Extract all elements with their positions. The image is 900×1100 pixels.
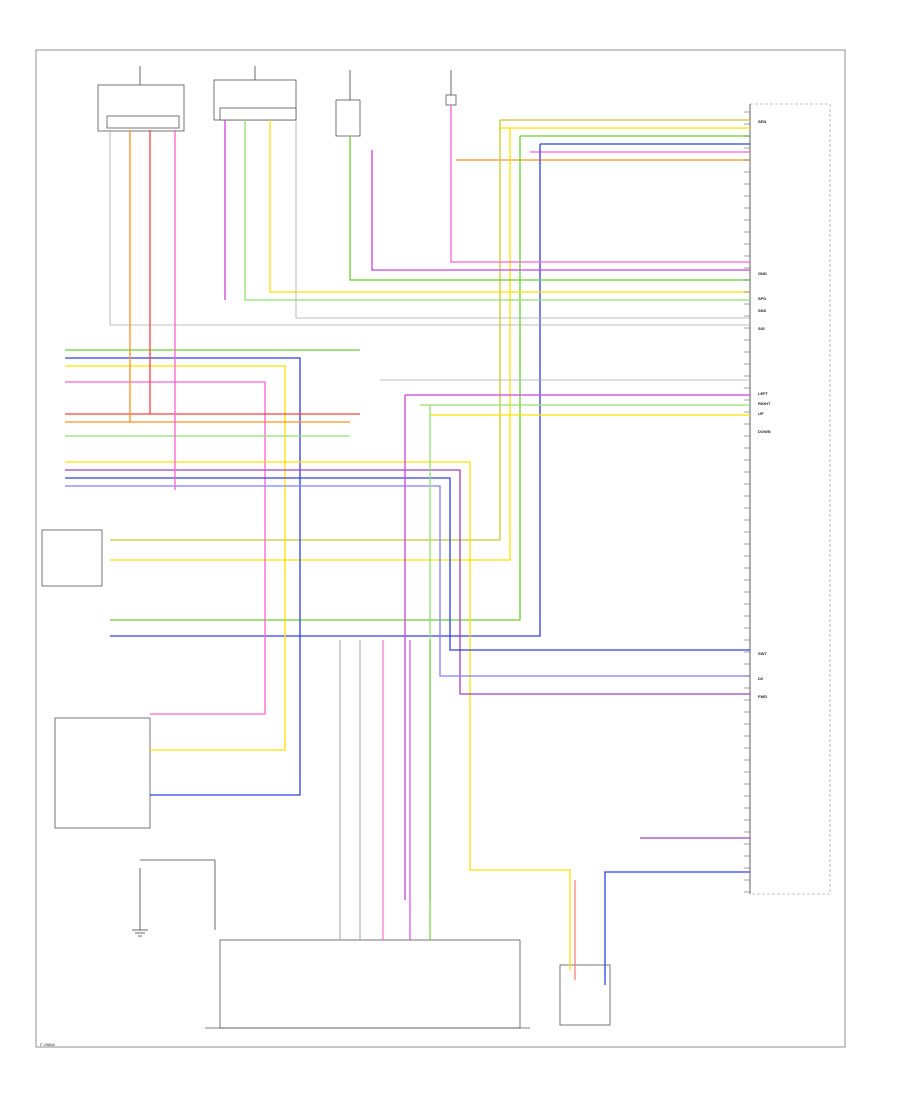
left-front-door-lock-switch: [54, 717, 151, 829]
wire-yellow-trunk: [110, 128, 511, 561]
wire-green-trunk: [110, 136, 521, 621]
pin-label-down: DOWN: [758, 429, 771, 434]
pin-label-d2: D2: [758, 676, 764, 681]
wire-blue-trunk: [110, 144, 541, 637]
pin-label-left: LEFT: [758, 391, 769, 396]
wire-yellow-left2: [65, 461, 571, 970]
pin-label-gnd: GND: [758, 271, 767, 276]
ground-symbol-right: [140, 859, 216, 930]
diagram-frame: [35, 49, 846, 1048]
pin-label-spd: SPD: [758, 296, 766, 301]
left-front-seat-module: [213, 66, 297, 121]
ground-symbol-left: [132, 868, 148, 937]
right-front-seat-module: [97, 66, 185, 132]
left-front-door-module: [41, 529, 103, 587]
wire-purple-brake: [371, 150, 750, 271]
pin-label-swt: SWT: [758, 651, 767, 656]
pin-label-sig: SIG: [758, 326, 765, 331]
footer-code: F 25868: [40, 1042, 55, 1047]
wire-group: [65, 105, 750, 985]
body-control-module: [749, 103, 831, 895]
wire-violet-left: [65, 469, 750, 695]
steering-wheel-switch-assembly: [205, 939, 530, 1029]
wire-blue-accel: [604, 871, 750, 985]
pin-label-right: RIGHT: [758, 401, 771, 406]
wire-light-blue-left: [65, 485, 750, 677]
wire-blue-left2: [65, 477, 750, 651]
wire-olive-trunk: [110, 120, 501, 541]
pin-label-up: UP: [758, 411, 764, 416]
brake-switch: [335, 70, 361, 137]
wire-green-brake: [349, 136, 750, 281]
wire-yellow-seat: [269, 120, 750, 293]
wire-grey-seat2: [295, 120, 750, 319]
wire-light-green-seat: [244, 120, 750, 301]
pin-label-sns: SNS: [758, 308, 767, 313]
wire-grey-seat: [109, 130, 750, 326]
pin-label-sen: SEN: [758, 119, 766, 124]
wire-pink-left: [65, 381, 266, 715]
wire-pink-passlock: [450, 105, 750, 263]
pin-label-fwd: FWD: [758, 694, 767, 699]
pass-lock-switch: [445, 70, 457, 106]
accelerator-switch: [559, 964, 611, 1026]
connector-pin-labels: [744, 111, 750, 893]
wire-blue-left: [65, 357, 301, 796]
